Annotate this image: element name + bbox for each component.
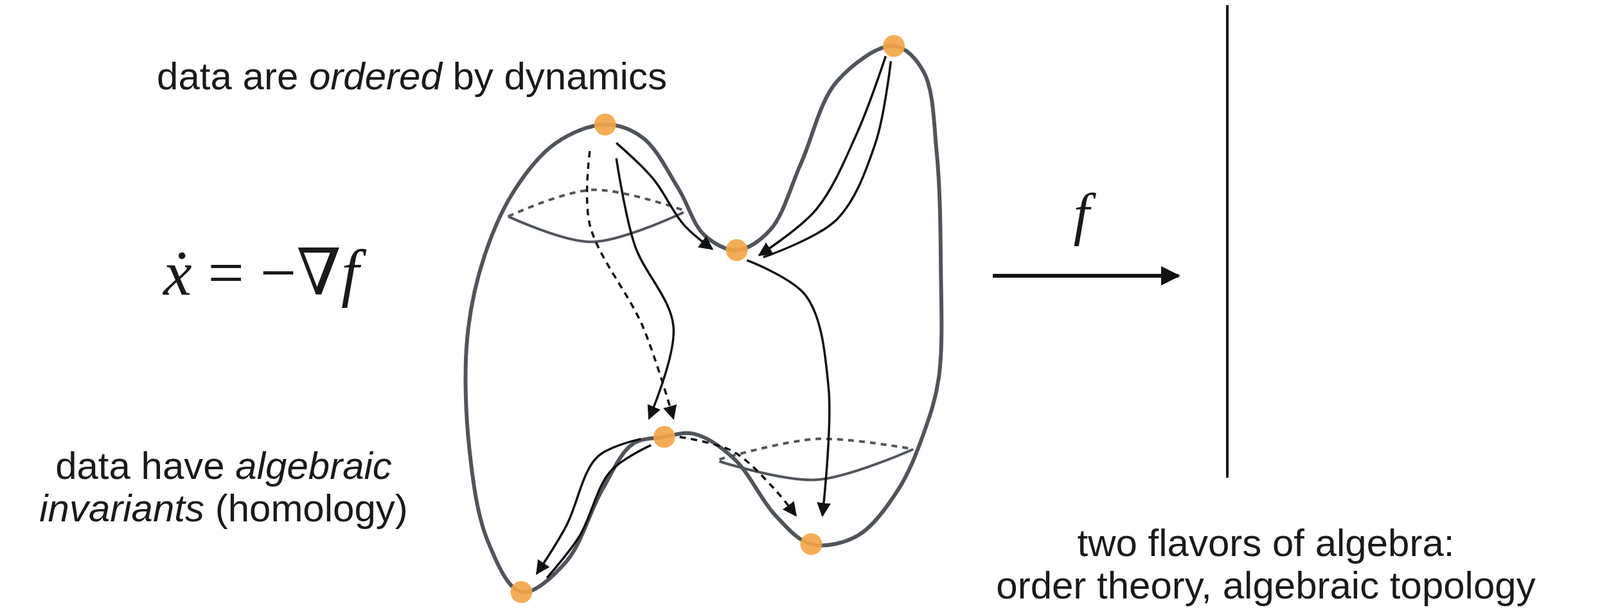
word: theory, [1096,563,1223,607]
handle-ring [719,449,914,480]
flow-line [616,158,674,419]
surface-outline [465,45,942,592]
handle-ring [719,438,914,460]
word: flavors [1148,521,1273,565]
word: algebra: [1315,521,1455,565]
symbol: ẋ [163,237,192,309]
symbol [191,237,208,309]
word: order [995,563,1097,607]
flow-line [758,55,886,256]
flow-line [679,436,797,516]
word: dynamics [503,54,667,98]
word: (homology) [215,486,409,530]
symbol: ∇ [296,237,342,309]
word: data [156,54,243,98]
critical-point [594,113,617,136]
critical-point [653,426,676,448]
handle-ring [508,212,684,242]
symbol: = [207,237,244,309]
critical-point [800,532,822,555]
map-arrow [992,273,1179,278]
critical-point [510,580,533,603]
critical-point [726,239,748,261]
word: by [452,54,504,98]
word: data [55,444,141,488]
word: invariants [39,486,215,530]
flow-line [587,151,675,419]
word: topology [1389,563,1536,607]
note-text: two flavors of algebra: order theory, al… [995,521,1536,607]
note-text: data have algebraic invariants (homology… [39,444,409,530]
note-text: data are ordered by dynamics [156,55,667,98]
symbol: f [1073,182,1090,247]
flow-line [763,61,892,258]
word: are [242,54,310,98]
equation: ẋ = −∇f [163,237,360,309]
word: algebraic [1222,563,1390,607]
real-line [1226,5,1229,478]
handle-ring [508,189,684,216]
map-name: f [1073,182,1090,247]
symbol [244,237,261,309]
symbol: f [341,237,360,309]
word: algebraic [235,444,392,488]
word: have [141,444,236,488]
flow-line [546,444,651,578]
critical-point [882,34,905,57]
word: two [1077,521,1149,565]
word: of [1272,521,1316,565]
flow-line [746,260,829,516]
word: ordered [309,54,453,98]
symbol: − [260,237,297,309]
